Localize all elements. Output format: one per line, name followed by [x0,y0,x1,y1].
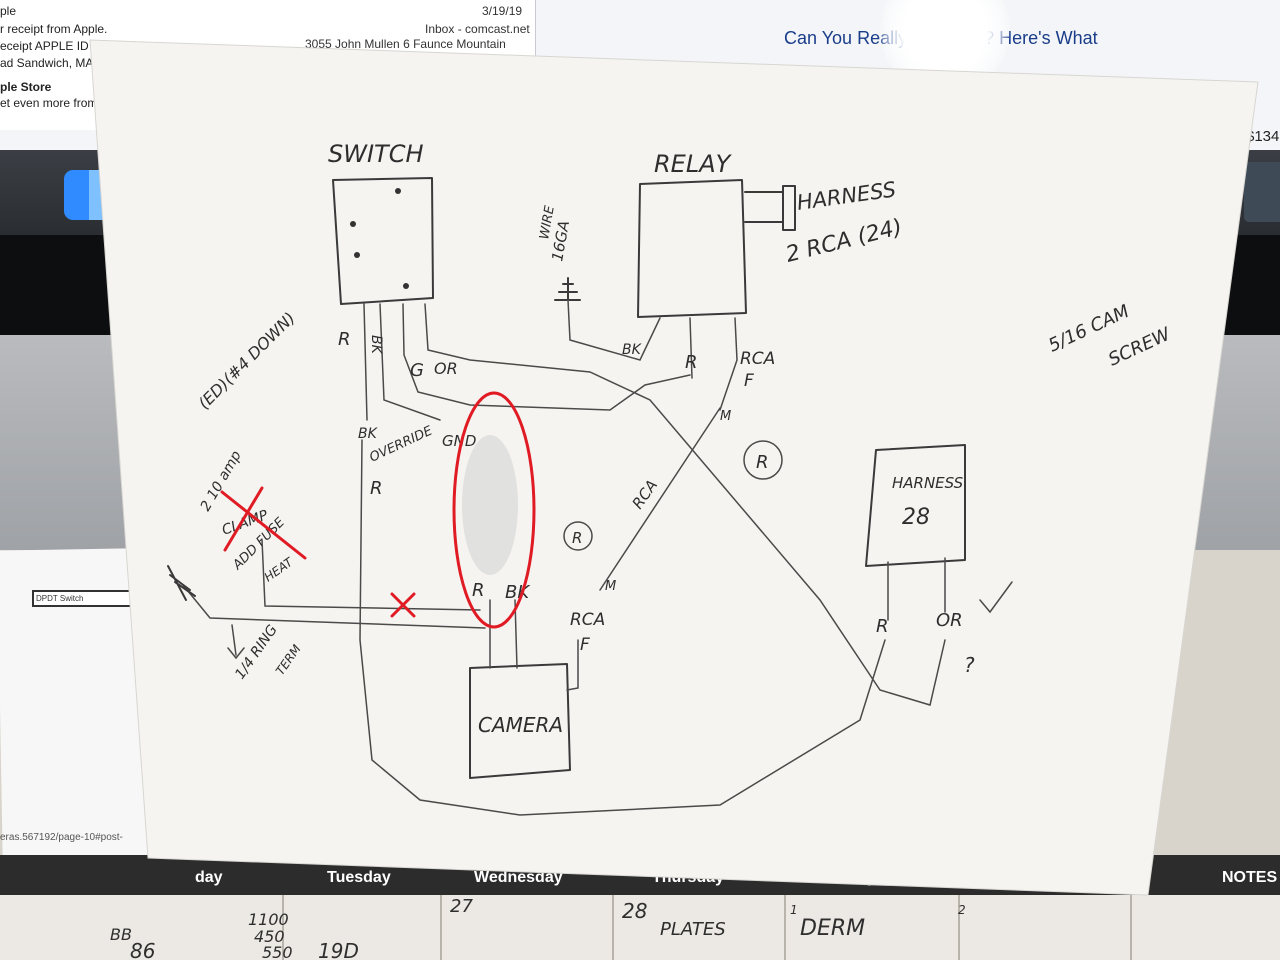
switch-wire-r: R [338,329,351,350]
rca-f-bottom: RCA [570,610,605,630]
rca-f-top-f: F [744,371,754,391]
camera-r-label: R [472,580,485,601]
harness-r-label: R [876,616,889,637]
calendar-note: 1100 [248,910,289,929]
mail-date: 3/19/19 [482,4,523,18]
calendar-note: PLATES [660,919,726,940]
harness-or-label: OR [936,610,963,631]
wire-relay-r [689,317,693,379]
switch-wire-bk: BK [368,335,384,356]
mail-line: ple [0,4,17,18]
calendar-divider [612,895,614,960]
checkmark-icon [979,581,1013,614]
calendar-day: NOTES [1222,869,1278,886]
relay-bk-label: BK [622,342,643,358]
circled-r-1: R [756,452,769,473]
paper-sheet [89,39,1259,896]
calendar-note: 550 [262,943,293,960]
printout-url: eras.567192/page-10#post- [0,832,123,843]
wire-relay-bk [567,299,661,361]
ground-ring [167,565,196,601]
red-x-mark [220,486,307,560]
harness-28-box [865,444,966,567]
circled-r-mark [563,521,593,551]
rca-m-top: M [720,409,731,424]
circled-r-2: R [572,529,582,547]
calendar-divider [784,895,786,960]
camera-box [469,663,571,779]
wire-rca-diagonal [599,407,721,591]
switch-terminal [395,188,401,194]
switch-bk-strike: BK [358,426,379,442]
calendar-divider [440,895,442,960]
calendar-note: 19D [318,939,359,960]
wire-r [363,303,368,421]
mail-address: 3055 John Mullen 6 Faunce Mountain [305,37,506,51]
wire-label: WIRE [537,204,558,241]
harness-28-number: 28 [902,505,930,530]
harness-question: ? [964,653,975,677]
calendar-note: 1 [790,903,798,917]
calendar-divider [958,895,960,960]
mail-line: et even more from [0,96,98,110]
harness-28-label: HARNESS [892,474,964,492]
mail-inbox: Inbox - comcast.net [425,22,530,36]
calendar-note: 27 [450,896,473,917]
calendar-note: DERM [800,916,865,941]
mail-line: ple Store [0,80,52,94]
wire-relay-rca [719,317,738,411]
relay-box [637,179,747,318]
calendar-note: 28 [622,899,647,923]
wire-override-loop [359,439,886,816]
relay-label: RELAY [654,150,733,178]
calendar-day: Tuesday [327,869,391,886]
calendar-divider [1130,895,1132,960]
calendar-day: Wednesday [474,869,563,886]
rca-m-bottom: M [605,579,616,594]
price-label: $134 [1246,128,1280,145]
wire-or [424,303,946,706]
wire-rca-camera [566,639,579,691]
calendar-note: BB [110,925,132,944]
switch-terminal [354,252,360,258]
smudge-area [462,435,518,575]
calendar-note: 450 [254,927,285,946]
switch-terminal [403,283,409,289]
rca-f-bottom-f: F [580,635,590,655]
dock-app-icon [1244,162,1280,222]
switch-box [332,177,434,305]
calendar-divider [282,895,284,960]
calendar-note: 86 [130,939,155,960]
calendar-note: 2 [958,903,966,917]
camera-bk-label: BK [505,582,530,603]
switch-r-bottom: R [370,478,383,499]
switch-terminal [350,221,356,227]
mail-line: r receipt from Apple. [0,22,108,36]
rca-f-top: RCA [740,349,775,369]
red-x-mark-small [390,592,416,618]
wire-bk [379,303,441,421]
switch-wire-g: G [410,360,424,381]
gnd-label: GND [442,432,476,450]
switch-wire-or: OR [434,359,458,378]
red-circle-mark [452,391,536,629]
mail-line: ad Sandwich, MA [0,56,94,70]
circled-r-mark [743,440,783,480]
switch-label: SWITCH [328,140,424,168]
ring-arrow [227,624,245,660]
calendar-day: day [195,869,223,886]
wire-g [402,303,691,411]
mail-line: eceipt APPLE ID j [0,39,95,53]
relay-plug [744,185,796,231]
relay-r-label: R [685,352,698,373]
camera-label: CAMERA [478,713,563,737]
